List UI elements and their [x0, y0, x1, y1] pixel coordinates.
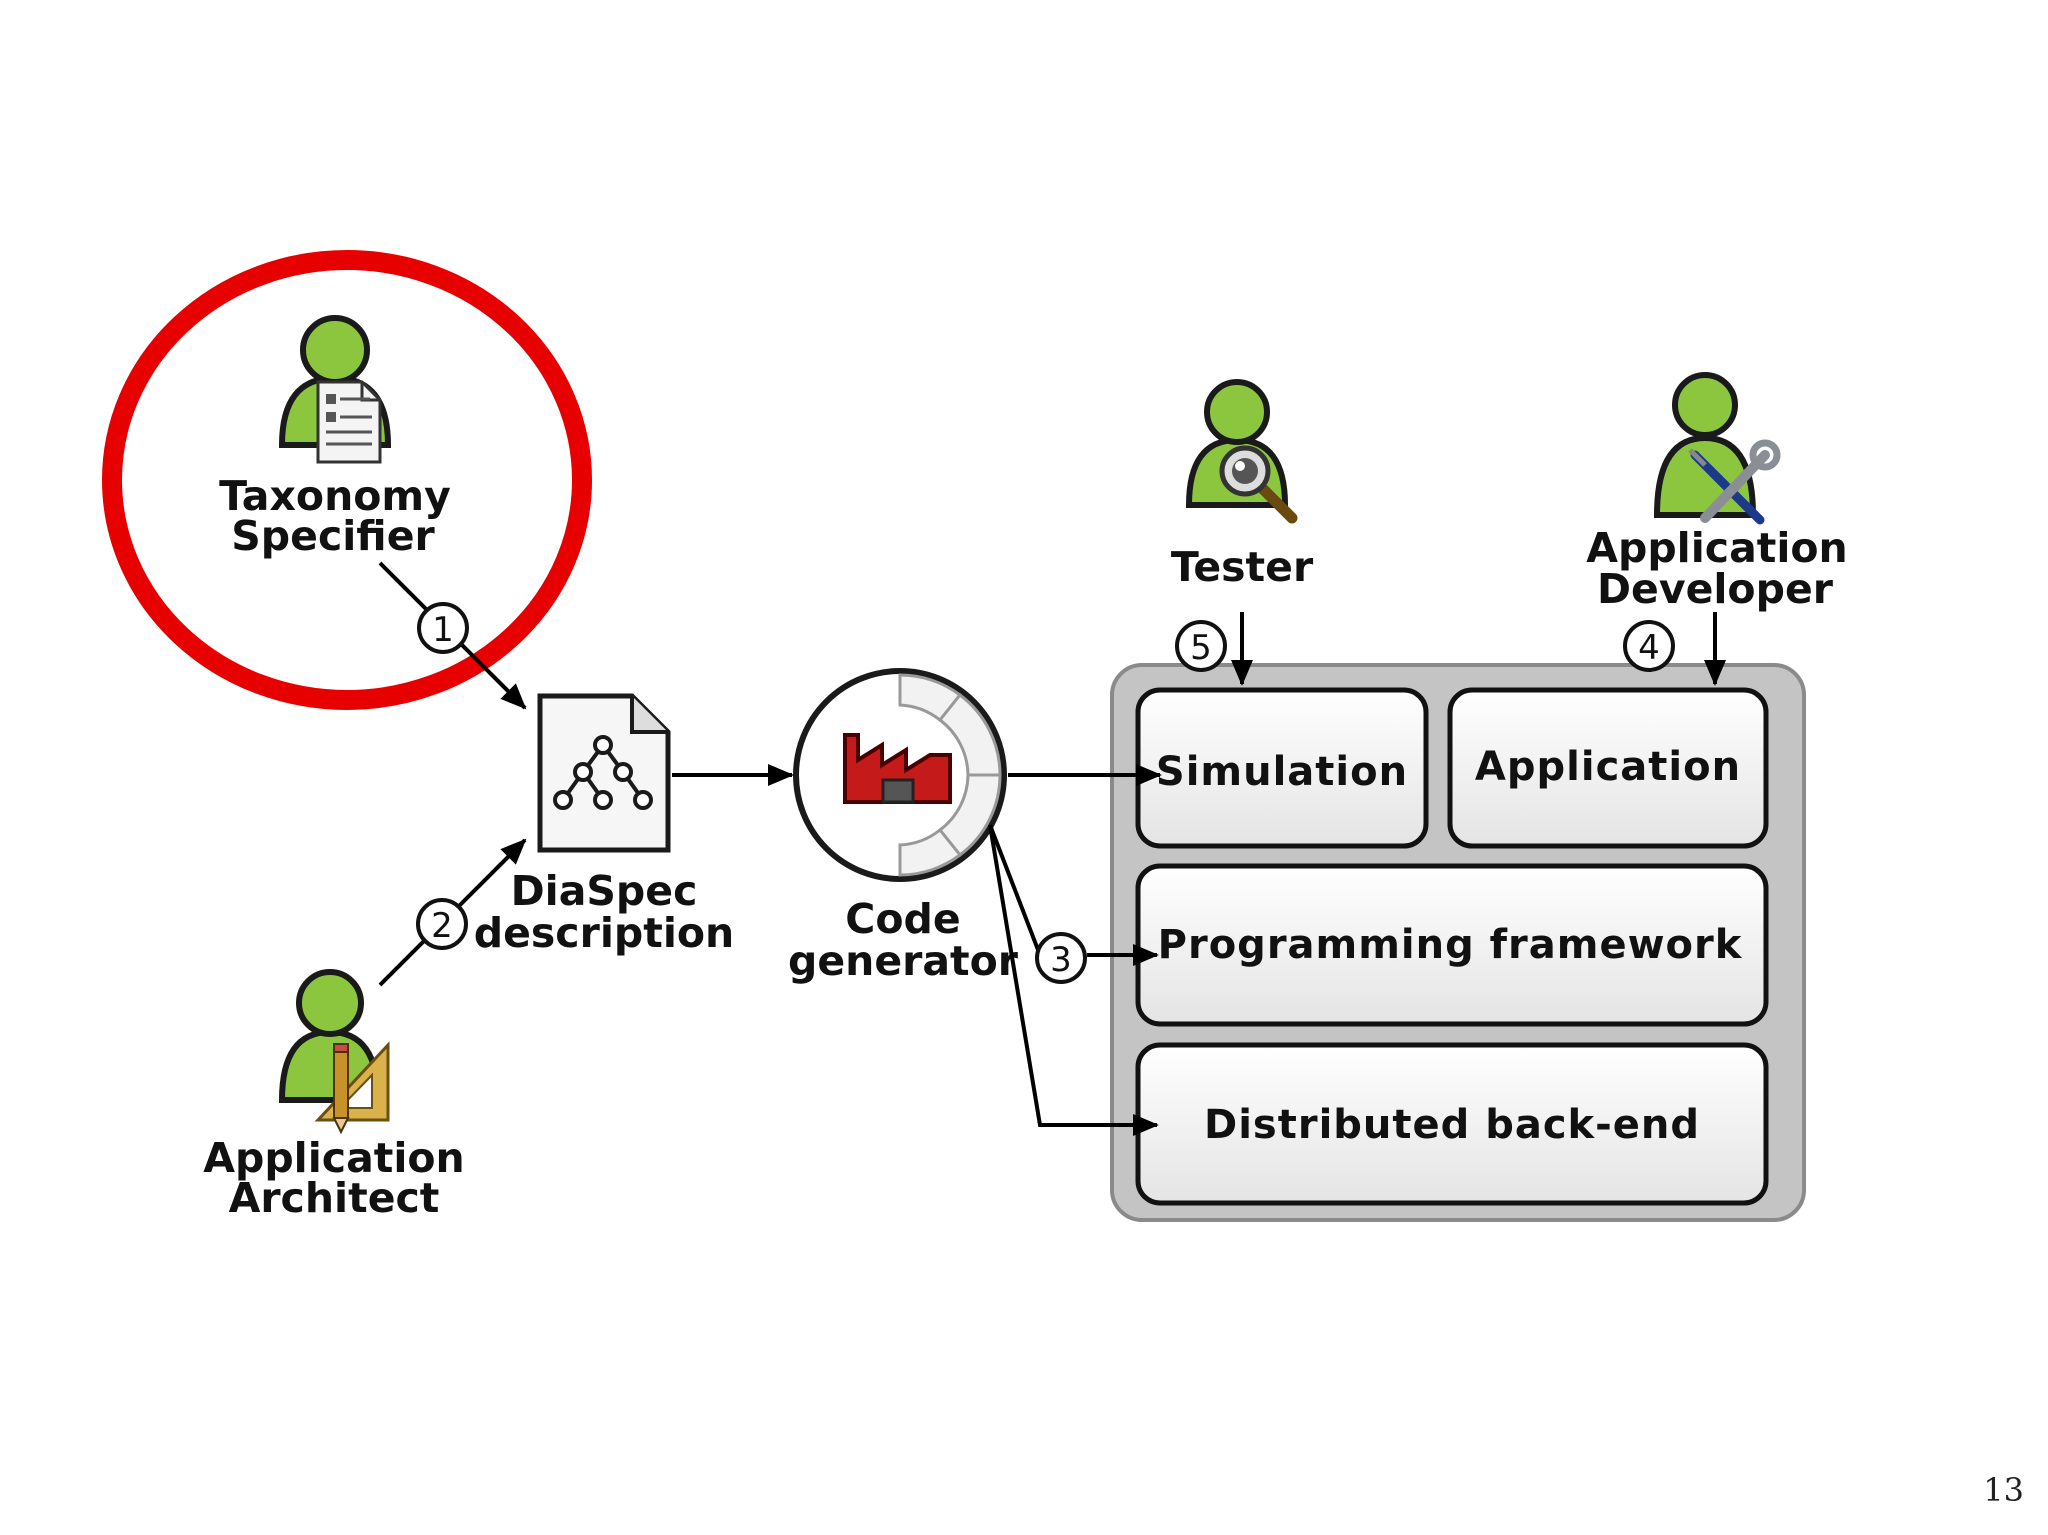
application-architect-label-2: Architect: [229, 1174, 440, 1222]
step-3-marker: 3: [1035, 932, 1087, 984]
pencil-ruler-icon: [314, 1041, 390, 1135]
step-markers: 1 2 3 4 5: [416, 602, 1675, 984]
taxonomy-specifier-label-1: Taxonomy: [219, 472, 451, 520]
code-generator-label-1: Code: [845, 895, 960, 943]
application-architect-label-1: Application: [203, 1134, 465, 1182]
tree-icon: [553, 735, 653, 810]
taxonomy-specifier-person: Taxonomy Specifier: [219, 315, 451, 560]
diaspec-label-2: description: [474, 909, 735, 957]
programming-framework-label: Programming framework: [1158, 922, 1743, 968]
distributed-backend-box: Distributed back-end: [1135, 1042, 1769, 1206]
tools-icon: [1688, 439, 1781, 525]
simulation-label: Simulation: [1156, 749, 1408, 795]
code-generator-label-2: generator: [788, 937, 1019, 985]
step-5-label: 5: [1190, 628, 1212, 668]
application-developer-person: Application Developer: [1586, 372, 1848, 613]
application-box: Application: [1447, 687, 1769, 849]
application-developer-label-2: Developer: [1597, 565, 1834, 613]
distributed-backend-label: Distributed back-end: [1204, 1102, 1700, 1148]
diaspec-document: DiaSpec description: [474, 693, 735, 957]
arrow-generator-line-3: [988, 824, 1042, 956]
highlight-circle: [102, 250, 592, 710]
step-1-marker: 1: [417, 602, 469, 654]
magnifier-icon: [1219, 445, 1298, 524]
step-2-marker: 2: [416, 898, 468, 950]
step-4-marker: 4: [1623, 620, 1675, 672]
step-1-label: 1: [432, 610, 454, 650]
application-developer-label-1: Application: [1586, 524, 1848, 572]
application-label: Application: [1475, 744, 1741, 790]
code-generator: Code generator: [788, 668, 1019, 985]
factory-icon: [843, 733, 952, 804]
programming-framework-box: Programming framework: [1135, 863, 1769, 1027]
step-4-label: 4: [1638, 628, 1660, 668]
generated-framework-container: Simulation Application Programming frame…: [1110, 663, 1806, 1222]
application-architect-person: Application Architect: [203, 969, 465, 1222]
step-3-label: 3: [1050, 940, 1072, 980]
step-2-label: 2: [431, 906, 453, 946]
arrow-generator-to-backend: [988, 824, 1159, 1136]
document-badge-icon: [316, 380, 382, 464]
page-number: 13: [1983, 1471, 2024, 1509]
diaspec-label-1: DiaSpec: [511, 867, 698, 915]
simulation-box: Simulation: [1135, 687, 1429, 849]
arrows: [378, 561, 1726, 1136]
tester-label: Tester: [1171, 543, 1314, 591]
tester-person: Tester: [1171, 379, 1314, 591]
taxonomy-specifier-label-2: Specifier: [231, 512, 435, 560]
step-5-marker: 5: [1175, 620, 1227, 672]
